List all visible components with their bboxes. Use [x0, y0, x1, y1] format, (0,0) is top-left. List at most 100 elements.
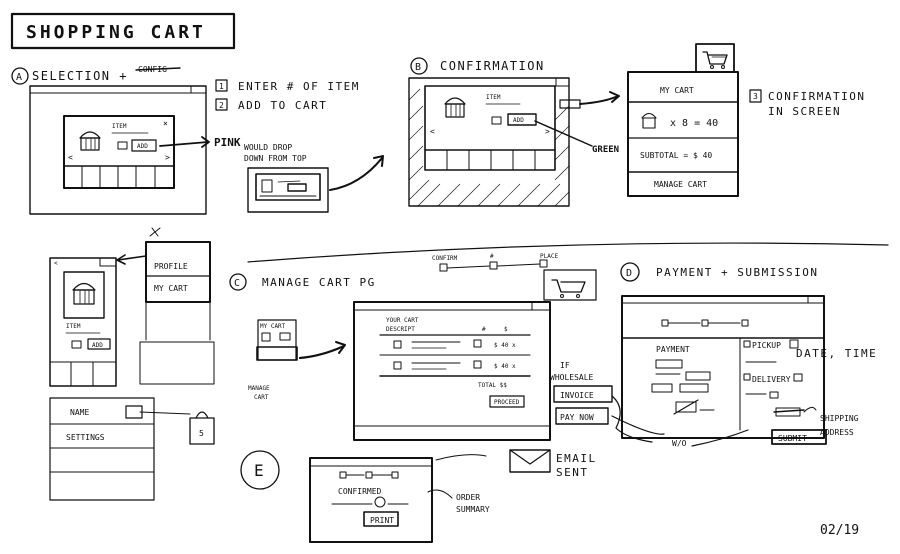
- confirmed-label: CONFIRMED: [338, 487, 382, 496]
- item-label-b: ITEM: [486, 94, 501, 101]
- email-sent-2: SENT: [556, 466, 589, 479]
- settings-name[interactable]: NAME: [70, 408, 89, 417]
- cart-icon: [551, 279, 586, 298]
- page-number: 02/19: [820, 523, 859, 538]
- section-b-heading: CONFIRMATION: [440, 59, 545, 73]
- progress-place: PLACE: [540, 253, 558, 260]
- shopping-bag-icon: 5: [189, 411, 215, 445]
- item-label-mobile: ITEM: [66, 323, 81, 330]
- quantity-box-b[interactable]: [491, 116, 502, 125]
- col-qty-header: #: [482, 326, 486, 333]
- manage-cart-link[interactable]: MANAGE CART: [654, 180, 707, 189]
- confirmation-frame: [309, 457, 433, 543]
- step-2-num: 2: [219, 101, 224, 110]
- section-b-badge: [410, 57, 428, 75]
- progress-hash: #: [490, 253, 494, 260]
- mobile-frame: [49, 257, 117, 387]
- cart-dropdown: [627, 71, 739, 197]
- title-block: SHOPPING CART: [10, 12, 236, 50]
- submit-button[interactable]: [771, 429, 827, 445]
- card-field[interactable]: [655, 359, 683, 369]
- progress-confirm: CONFIRM: [432, 255, 458, 262]
- item-label-a: ITEM: [112, 123, 127, 130]
- note-drop-1: WOULD DROP: [244, 143, 292, 152]
- mobile-sketches: < ITEM ADD PROFILE MY CART NAME: [49, 227, 215, 501]
- mini-cart-caption-2: CART: [254, 394, 269, 401]
- note-green: GREEN: [592, 145, 619, 155]
- pickup-label: PICKUP: [752, 341, 781, 350]
- section-d-badge: [620, 262, 640, 282]
- quantity-box-mobile[interactable]: [71, 340, 82, 349]
- svg-text:MY CART: MY CART: [260, 323, 286, 330]
- section-b: B CONFIRMATION ITEM ADD <: [408, 43, 864, 207]
- shipping-note-2: ADDRESS: [820, 428, 854, 437]
- section-c-badge: [229, 273, 247, 291]
- section-b-letter: B: [415, 62, 423, 73]
- cupcake-icon: [641, 112, 657, 129]
- step-2-text: ADD TO CART: [238, 99, 327, 112]
- cupcake-icon: [79, 131, 101, 151]
- add-button-b[interactable]: [507, 113, 537, 126]
- svg-text:$ 40 x: $ 40 x: [494, 342, 516, 349]
- menu-profile[interactable]: PROFILE: [154, 262, 188, 271]
- invoice-button[interactable]: [553, 385, 613, 403]
- section-divider: [247, 242, 889, 263]
- pickup-radio[interactable]: [743, 340, 751, 348]
- pay-now-label: PAY NOW: [560, 413, 594, 422]
- section-d: D PAYMENT + SUBMISSION PAYMENT PICKUP DA…: [620, 262, 876, 448]
- pay-now-button[interactable]: [555, 407, 609, 425]
- svg-text:$ 40 x: $ 40 x: [494, 363, 516, 370]
- section-e-letter: E: [254, 461, 264, 480]
- settings-settings[interactable]: SETTINGS: [66, 433, 105, 442]
- note-if: IF: [560, 361, 570, 370]
- chevron-right-icon[interactable]: >: [165, 153, 170, 162]
- section-e: E CONFIRMED PRINT ORDER SUMMARY EMAIL SE…: [240, 449, 595, 543]
- order-summary-1: ORDER: [456, 493, 480, 502]
- section-a-letter: A: [16, 72, 24, 83]
- hatch-overlay: [408, 88, 570, 207]
- print-button[interactable]: [363, 511, 399, 527]
- email-icon: [509, 449, 551, 473]
- proceed-label: PROCEED: [494, 399, 520, 406]
- cart-icon-box[interactable]: [695, 43, 735, 73]
- cart-heading-1: YOUR CART: [386, 317, 419, 324]
- quantity-box-a[interactable]: [117, 141, 128, 150]
- col-price-header: $: [504, 326, 508, 333]
- dropdown-sketch: [247, 167, 329, 213]
- chevron-left-icon[interactable]: <: [68, 153, 73, 162]
- order-summary-2: SUMMARY: [456, 505, 490, 514]
- add-button-a[interactable]: [131, 139, 157, 152]
- mobile-menu: [145, 241, 211, 303]
- table-row: $ 40 x: [393, 339, 516, 349]
- add-button-mobile[interactable]: [87, 338, 111, 350]
- proceed-button[interactable]: [489, 395, 525, 408]
- step-3-text-2: IN SCREEN: [768, 105, 841, 118]
- cart-page-frame: [353, 301, 551, 441]
- menu-my-cart[interactable]: MY CART: [154, 284, 188, 293]
- section-c-heading: MANAGE CART PG: [262, 276, 376, 289]
- chevron-right-icon[interactable]: >: [545, 127, 550, 136]
- card-field[interactable]: [651, 383, 673, 393]
- page-title: SHOPPING CART: [26, 22, 206, 43]
- section-d-letter: D: [626, 268, 634, 279]
- delivery-radio[interactable]: [743, 373, 751, 381]
- section-a-badge: [11, 67, 29, 85]
- svg-text:<: <: [54, 260, 58, 267]
- print-label: PRINT: [370, 516, 394, 525]
- table-row: $ 40 x: [393, 360, 516, 370]
- chevron-left-icon[interactable]: <: [430, 127, 435, 136]
- add-button-mobile-label: ADD: [92, 342, 103, 349]
- cart-icon: [702, 51, 728, 69]
- close-icon[interactable]: ×: [163, 119, 168, 128]
- section-a-heading: SELECTION +: [32, 69, 128, 83]
- card-field[interactable]: [685, 371, 711, 381]
- product-modal-a: [63, 115, 175, 189]
- cart-graphic-box: [543, 269, 597, 301]
- mini-cart-caption-1: MANAGE: [248, 385, 270, 392]
- card-field[interactable]: [679, 383, 709, 393]
- cupcake-icon: [72, 282, 96, 305]
- step-1-num: 1: [219, 82, 224, 91]
- step-3-num: 3: [753, 92, 758, 101]
- add-button-b-label: ADD: [513, 117, 524, 124]
